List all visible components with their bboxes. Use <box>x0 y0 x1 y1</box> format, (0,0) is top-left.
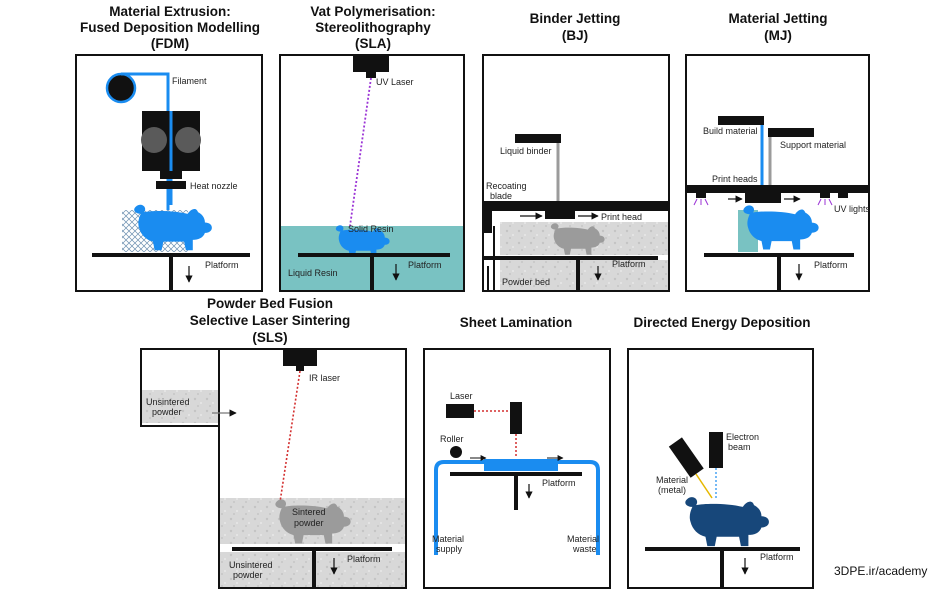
sls-unsintered-top-2: powder <box>152 407 182 417</box>
print-heads-label: Print heads <box>712 174 758 184</box>
ded-title: Directed Energy Deposition <box>633 315 810 330</box>
sls-panel: Powder Bed Fusion Selective Laser Sinter… <box>140 296 407 589</box>
drive-gear-left-icon <box>141 127 167 153</box>
watermark: 3DPE.ir/academy <box>834 564 927 578</box>
electron-beam-label-1: Electron <box>726 432 759 442</box>
ded-print-pig <box>685 497 769 547</box>
binder-reservoir <box>515 134 561 143</box>
recoating-label-1: Recoating <box>486 181 527 191</box>
waste-label-1: Material <box>567 534 599 544</box>
bj-gantry <box>484 201 668 211</box>
bj-title-line1: Binder Jetting <box>530 11 621 26</box>
mj-panel: Material Jetting (MJ) Build material Sup… <box>685 11 871 292</box>
sheet-panel: Sheet Lamination Laser Roller Platform M… <box>423 315 611 589</box>
liquid-resin-label: Liquid Resin <box>288 268 338 278</box>
sintered-label-2: powder <box>294 518 324 528</box>
fdm-panel: Material Extrusion: Fused Deposition Mod… <box>75 4 263 292</box>
uv-light-left-icon <box>696 193 706 198</box>
fdm-title-line1: Material Extrusion: <box>109 4 231 19</box>
ded-material-label-2: (metal) <box>658 485 686 495</box>
filament-spool-icon <box>105 72 137 104</box>
bj-panel: Binder Jetting (BJ) Liquid binder Recoat… <box>482 11 670 292</box>
electron-beam-gun <box>709 432 723 468</box>
sheet-title: Sheet Lamination <box>460 315 573 330</box>
liquid-binder-label: Liquid binder <box>500 146 552 156</box>
uv-laser-emitter <box>353 56 389 72</box>
bj-platform-label: Platform <box>612 259 646 269</box>
electron-beam-label-2: beam <box>728 442 751 452</box>
fdm-title-line2: Fused Deposition Modelling <box>80 20 260 35</box>
sls-frame <box>140 348 407 589</box>
mj-title-line1: Material Jetting <box>728 11 827 26</box>
sls-title-line2: Selective Laser Sintering <box>190 313 351 328</box>
build-material-label: Build material <box>703 126 758 136</box>
sheet-laser-label: Laser <box>450 391 473 401</box>
waste-label-2: waste <box>572 544 597 554</box>
uv-light-right-icon <box>820 193 830 198</box>
sls-unsintered-bottom-1: Unsintered <box>229 560 273 570</box>
ir-laser-label: IR laser <box>309 373 340 383</box>
sla-title-line2: Stereolithography <box>315 20 431 35</box>
sls-unsintered-top-1: Unsintered <box>146 397 190 407</box>
build-material-reservoir <box>718 116 764 125</box>
drive-gear-right-icon <box>175 127 201 153</box>
powder-bed-label: Powder bed <box>502 277 550 287</box>
print-head-label: Print head <box>601 212 642 222</box>
supply-label-2: supply <box>436 544 463 554</box>
sls-title-line3: (SLS) <box>252 330 287 345</box>
recoating-blade <box>484 211 492 233</box>
sls-platform-label: Platform <box>347 554 381 564</box>
bj-print-head <box>545 211 575 219</box>
bj-powder-bed-bottom <box>500 260 668 290</box>
laminated-stack <box>484 459 558 471</box>
sla-panel: Vat Polymerisation: Stereolithography (S… <box>279 4 465 292</box>
solid-resin-label: Solid Resin <box>348 224 394 234</box>
fdm-title-line3: (FDM) <box>151 36 189 51</box>
sls-title-line1: Powder Bed Fusion <box>207 296 333 311</box>
ir-laser-emitter <box>283 350 317 366</box>
sls-feed-powder <box>142 390 219 423</box>
uv-laser-label: UV Laser <box>376 77 414 87</box>
sla-platform-label: Platform <box>408 260 442 270</box>
ded-panel: Directed Energy Deposition Electron beam… <box>627 315 814 589</box>
roller-label: Roller <box>440 434 464 444</box>
bj-title-line2: (BJ) <box>562 28 588 43</box>
sheet-frame <box>423 348 611 589</box>
sheet-laser-emitter <box>446 404 474 418</box>
mj-platform-label: Platform <box>814 260 848 270</box>
ded-material-label-1: Material <box>656 475 688 485</box>
uv-laser-beam <box>349 77 372 227</box>
mj-frame <box>685 54 870 292</box>
fdm-frame <box>75 54 263 292</box>
sintered-label-1: Sintered <box>292 507 326 517</box>
sla-frame <box>279 54 465 292</box>
recoating-label-2: blade <box>490 191 512 201</box>
material-feeder <box>668 437 704 478</box>
heat-nozzle <box>160 171 182 179</box>
sls-unsintered-bottom-2: powder <box>233 570 263 580</box>
sla-title-line1: Vat Polymerisation: <box>310 4 435 19</box>
support-material-reservoir <box>768 128 814 137</box>
filament-label: Filament <box>172 76 207 86</box>
laser-mirror <box>510 402 522 434</box>
mj-title-line2: (MJ) <box>764 28 792 43</box>
heat-nozzle-label: Heat nozzle <box>190 181 238 191</box>
support-material-label: Support material <box>780 140 846 150</box>
roller-icon <box>450 446 462 458</box>
mj-print-heads <box>745 193 781 203</box>
sla-title-line3: (SLA) <box>355 36 391 51</box>
ir-laser-beam <box>279 370 301 503</box>
bj-frame <box>482 54 670 292</box>
sheet-platform-label: Platform <box>542 478 576 488</box>
supply-label-1: Material <box>432 534 464 544</box>
uv-lights-label: UV lights <box>834 204 871 214</box>
fdm-platform-label: Platform <box>205 260 239 270</box>
ded-platform-label: Platform <box>760 552 794 562</box>
mj-gantry <box>687 185 868 193</box>
